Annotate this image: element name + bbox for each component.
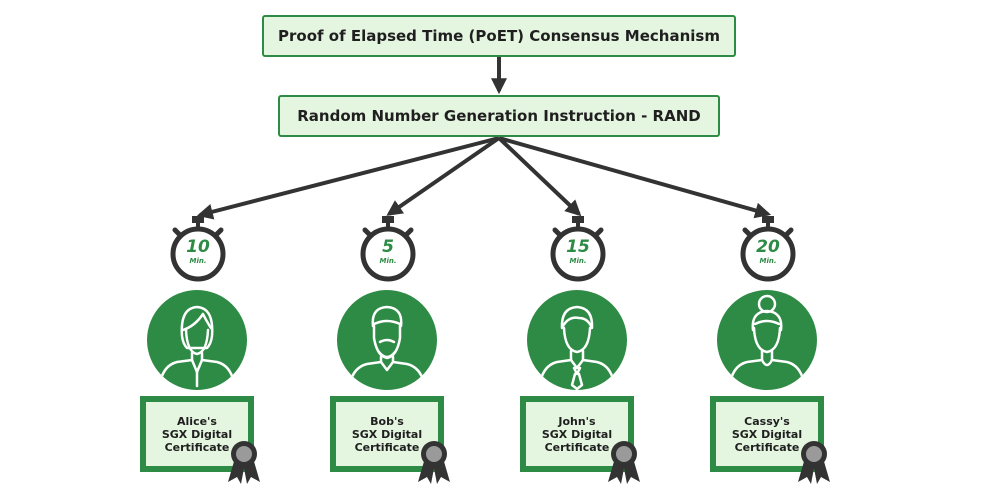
cert-owner: John's <box>558 414 596 428</box>
timer-unit: Min. <box>569 257 587 265</box>
cert-owner: Cassy's <box>744 414 790 428</box>
certificate: Alice's SGX Digital Certificate <box>140 396 260 484</box>
bearded-man-icon <box>337 290 437 390</box>
arrow-rand-to-node-4 <box>498 136 772 219</box>
timer-unit: Min. <box>189 257 207 265</box>
cert-line-2: SGX Digital <box>161 427 233 441</box>
title-text: Proof of Elapsed Time (PoET) Consensus M… <box>278 27 720 45</box>
timer-value: 20 <box>756 237 780 257</box>
arrow-rand-to-node-1 <box>196 136 500 220</box>
certificate: Cassy's SGX Digital Certificate <box>710 396 830 484</box>
stopwatch-icon: 10 Min. <box>168 216 228 282</box>
cert-line-3: Certificate <box>544 440 610 454</box>
award-ribbon-icon <box>608 441 640 484</box>
rand-box: Random Number Generation Instruction - R… <box>278 95 720 137</box>
timer-unit: Min. <box>379 257 397 265</box>
cert-owner: Alice's <box>177 414 217 428</box>
cert-line-3: Certificate <box>734 440 800 454</box>
cert-line-2: SGX Digital <box>731 427 803 441</box>
title-box: Proof of Elapsed Time (PoET) Consensus M… <box>262 15 736 57</box>
timer-unit: Min. <box>759 257 777 265</box>
timer-value: 15 <box>566 237 590 257</box>
cert-line-2: SGX Digital <box>351 427 423 441</box>
certificate: Bob's SGX Digital Certificate <box>330 396 450 484</box>
stopwatch-icon: 20 Min. <box>738 216 798 282</box>
award-ribbon-icon <box>418 441 450 484</box>
rand-text: Random Number Generation Instruction - R… <box>297 107 701 125</box>
arrow-rand-to-node-2 <box>386 136 501 216</box>
certificate: John's SGX Digital Certificate <box>520 396 640 484</box>
arrow-rand-to-node-3 <box>497 136 582 217</box>
cert-line-2: SGX Digital <box>541 427 613 441</box>
timer-value: 5 <box>382 237 394 257</box>
cert-owner: Bob's <box>370 414 404 428</box>
award-ribbon-icon <box>228 441 260 484</box>
man-with-tie-icon <box>527 290 627 390</box>
stopwatch-icon: 15 Min. <box>548 216 608 282</box>
cert-line-3: Certificate <box>354 440 420 454</box>
cert-line-3: Certificate <box>164 440 230 454</box>
timer-value: 10 <box>186 237 210 257</box>
award-ribbon-icon <box>798 441 830 484</box>
woman-short-hair-icon <box>147 290 247 390</box>
stopwatch-icon: 5 Min. <box>358 216 418 282</box>
woman-bun-hair-icon <box>717 290 817 390</box>
